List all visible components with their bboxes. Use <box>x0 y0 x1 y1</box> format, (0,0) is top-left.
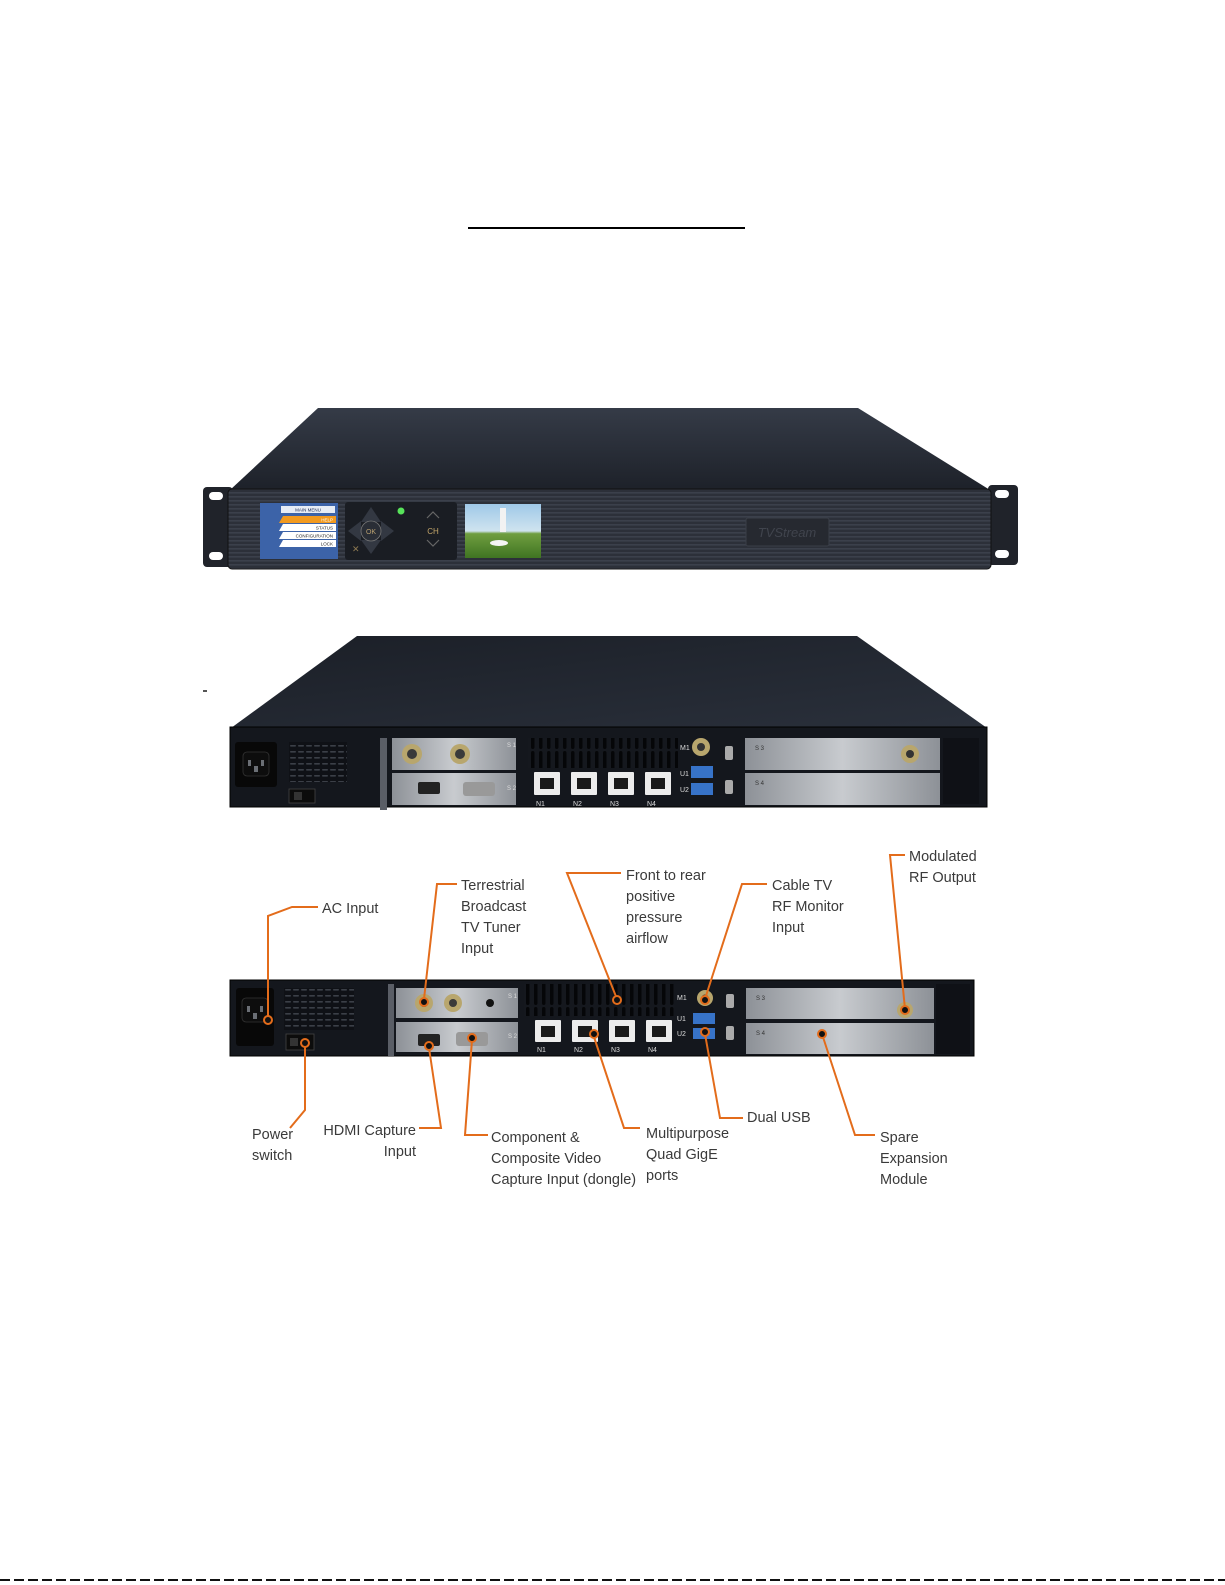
airflow-vents-photo <box>528 738 678 768</box>
callout-hdmi-capture: HDMI Capture Input <box>323 1123 416 1160</box>
front-view: MAIN MENU HELP STATUS CONFIGURATION LOCK… <box>203 408 1018 570</box>
slot-s4-label: S 4 <box>756 1031 766 1037</box>
stray-mark <box>203 690 207 692</box>
callout-terrestrial: Terrestrial Broadcast TV Tuner Input <box>461 878 527 957</box>
lcd-menu-item-status: STATUS <box>316 526 333 531</box>
front-rack-ear-right <box>988 485 1018 565</box>
callout-dual-usb: Dual USB <box>747 1110 811 1126</box>
slot-s4-label-photo: S 4 <box>755 781 765 787</box>
slot-s2-label: S 2 <box>508 1034 518 1040</box>
callout-ac-input: AC Input <box>322 901 379 917</box>
front-chassis-top <box>230 408 990 490</box>
rear-view-annotated: S 1 S 2 N1 N2 N3 N4 M1 U1 U2 S 3 S 4 <box>229 979 975 1057</box>
callout-airflow: Front to rear positive pressure airflow <box>626 868 706 947</box>
chevron-up-icon <box>426 511 440 519</box>
brand-plate: TVStream <box>745 517 830 547</box>
video-preview-screen <box>465 504 541 558</box>
slot-s1-label: S 1 <box>508 994 518 1000</box>
title-rule <box>468 227 745 229</box>
port-n2-label: N2 <box>574 1047 583 1054</box>
keypad-cancel-icon: ✕ <box>352 544 360 554</box>
lcd-menu-item-configuration: CONFIGURATION <box>296 534 333 539</box>
brand-logo: TVStream <box>758 525 817 540</box>
keypad: OK ✕ CH <box>345 502 457 560</box>
callout-cable-tv: Cable TV RF Monitor Input <box>772 878 844 936</box>
slot-s1-label-photo: S 1 <box>507 743 517 749</box>
m1-label: M1 <box>677 995 687 1002</box>
rear-chassis-top <box>231 636 987 728</box>
lcd-menu-item-help: HELP <box>321 518 333 523</box>
ch-label: CH <box>427 527 439 536</box>
lcd-menu-item-lock: LOCK <box>321 542 333 547</box>
u2-label: U2 <box>677 1031 686 1038</box>
u2-label-photo: U2 <box>680 787 689 794</box>
footer-rule <box>0 1579 1225 1581</box>
callout-component: Component & Composite Video Capture Inpu… <box>491 1130 637 1188</box>
slot-s3-label-photo: S 3 <box>755 746 765 752</box>
slot-s3-label: S 3 <box>756 996 766 1002</box>
callout-spare: Spare Expansion Module <box>880 1130 948 1188</box>
port-n3-label: N3 <box>611 1047 620 1054</box>
front-bezel <box>227 488 992 570</box>
rear-view: S 1 S 2 N1 N2 N3 N4 M1 U1 U2 S 3 S 4 <box>229 636 988 810</box>
callout-modulated-rf: Modulated RF Output <box>909 849 977 886</box>
keypad-ok-label: OK <box>366 529 376 536</box>
status-led <box>397 507 405 515</box>
port-n3-label-photo: N3 <box>610 801 619 808</box>
port-n1-label-photo: N1 <box>536 801 545 808</box>
slot-s2-label-photo: S 2 <box>507 786 517 792</box>
lcd-menu-title: MAIN MENU <box>295 508 321 513</box>
u1-label: U1 <box>677 1016 686 1023</box>
callout-multipurpose: Multipurpose Quad GigE ports <box>646 1126 730 1184</box>
callout-power-switch: Power switch <box>252 1127 294 1164</box>
front-rack-ear-left <box>203 487 233 567</box>
m1-label-photo: M1 <box>680 745 690 752</box>
port-n1-label: N1 <box>537 1047 546 1054</box>
port-n2-label-photo: N2 <box>573 801 582 808</box>
u1-label-photo: U1 <box>680 771 689 778</box>
lcd-menu-screen: MAIN MENU HELP STATUS CONFIGURATION LOCK <box>260 503 338 559</box>
port-n4-label: N4 <box>648 1047 657 1054</box>
leader-hdmi <box>419 1047 443 1129</box>
chevron-down-icon <box>426 539 440 547</box>
port-n4-label-photo: N4 <box>647 801 656 808</box>
